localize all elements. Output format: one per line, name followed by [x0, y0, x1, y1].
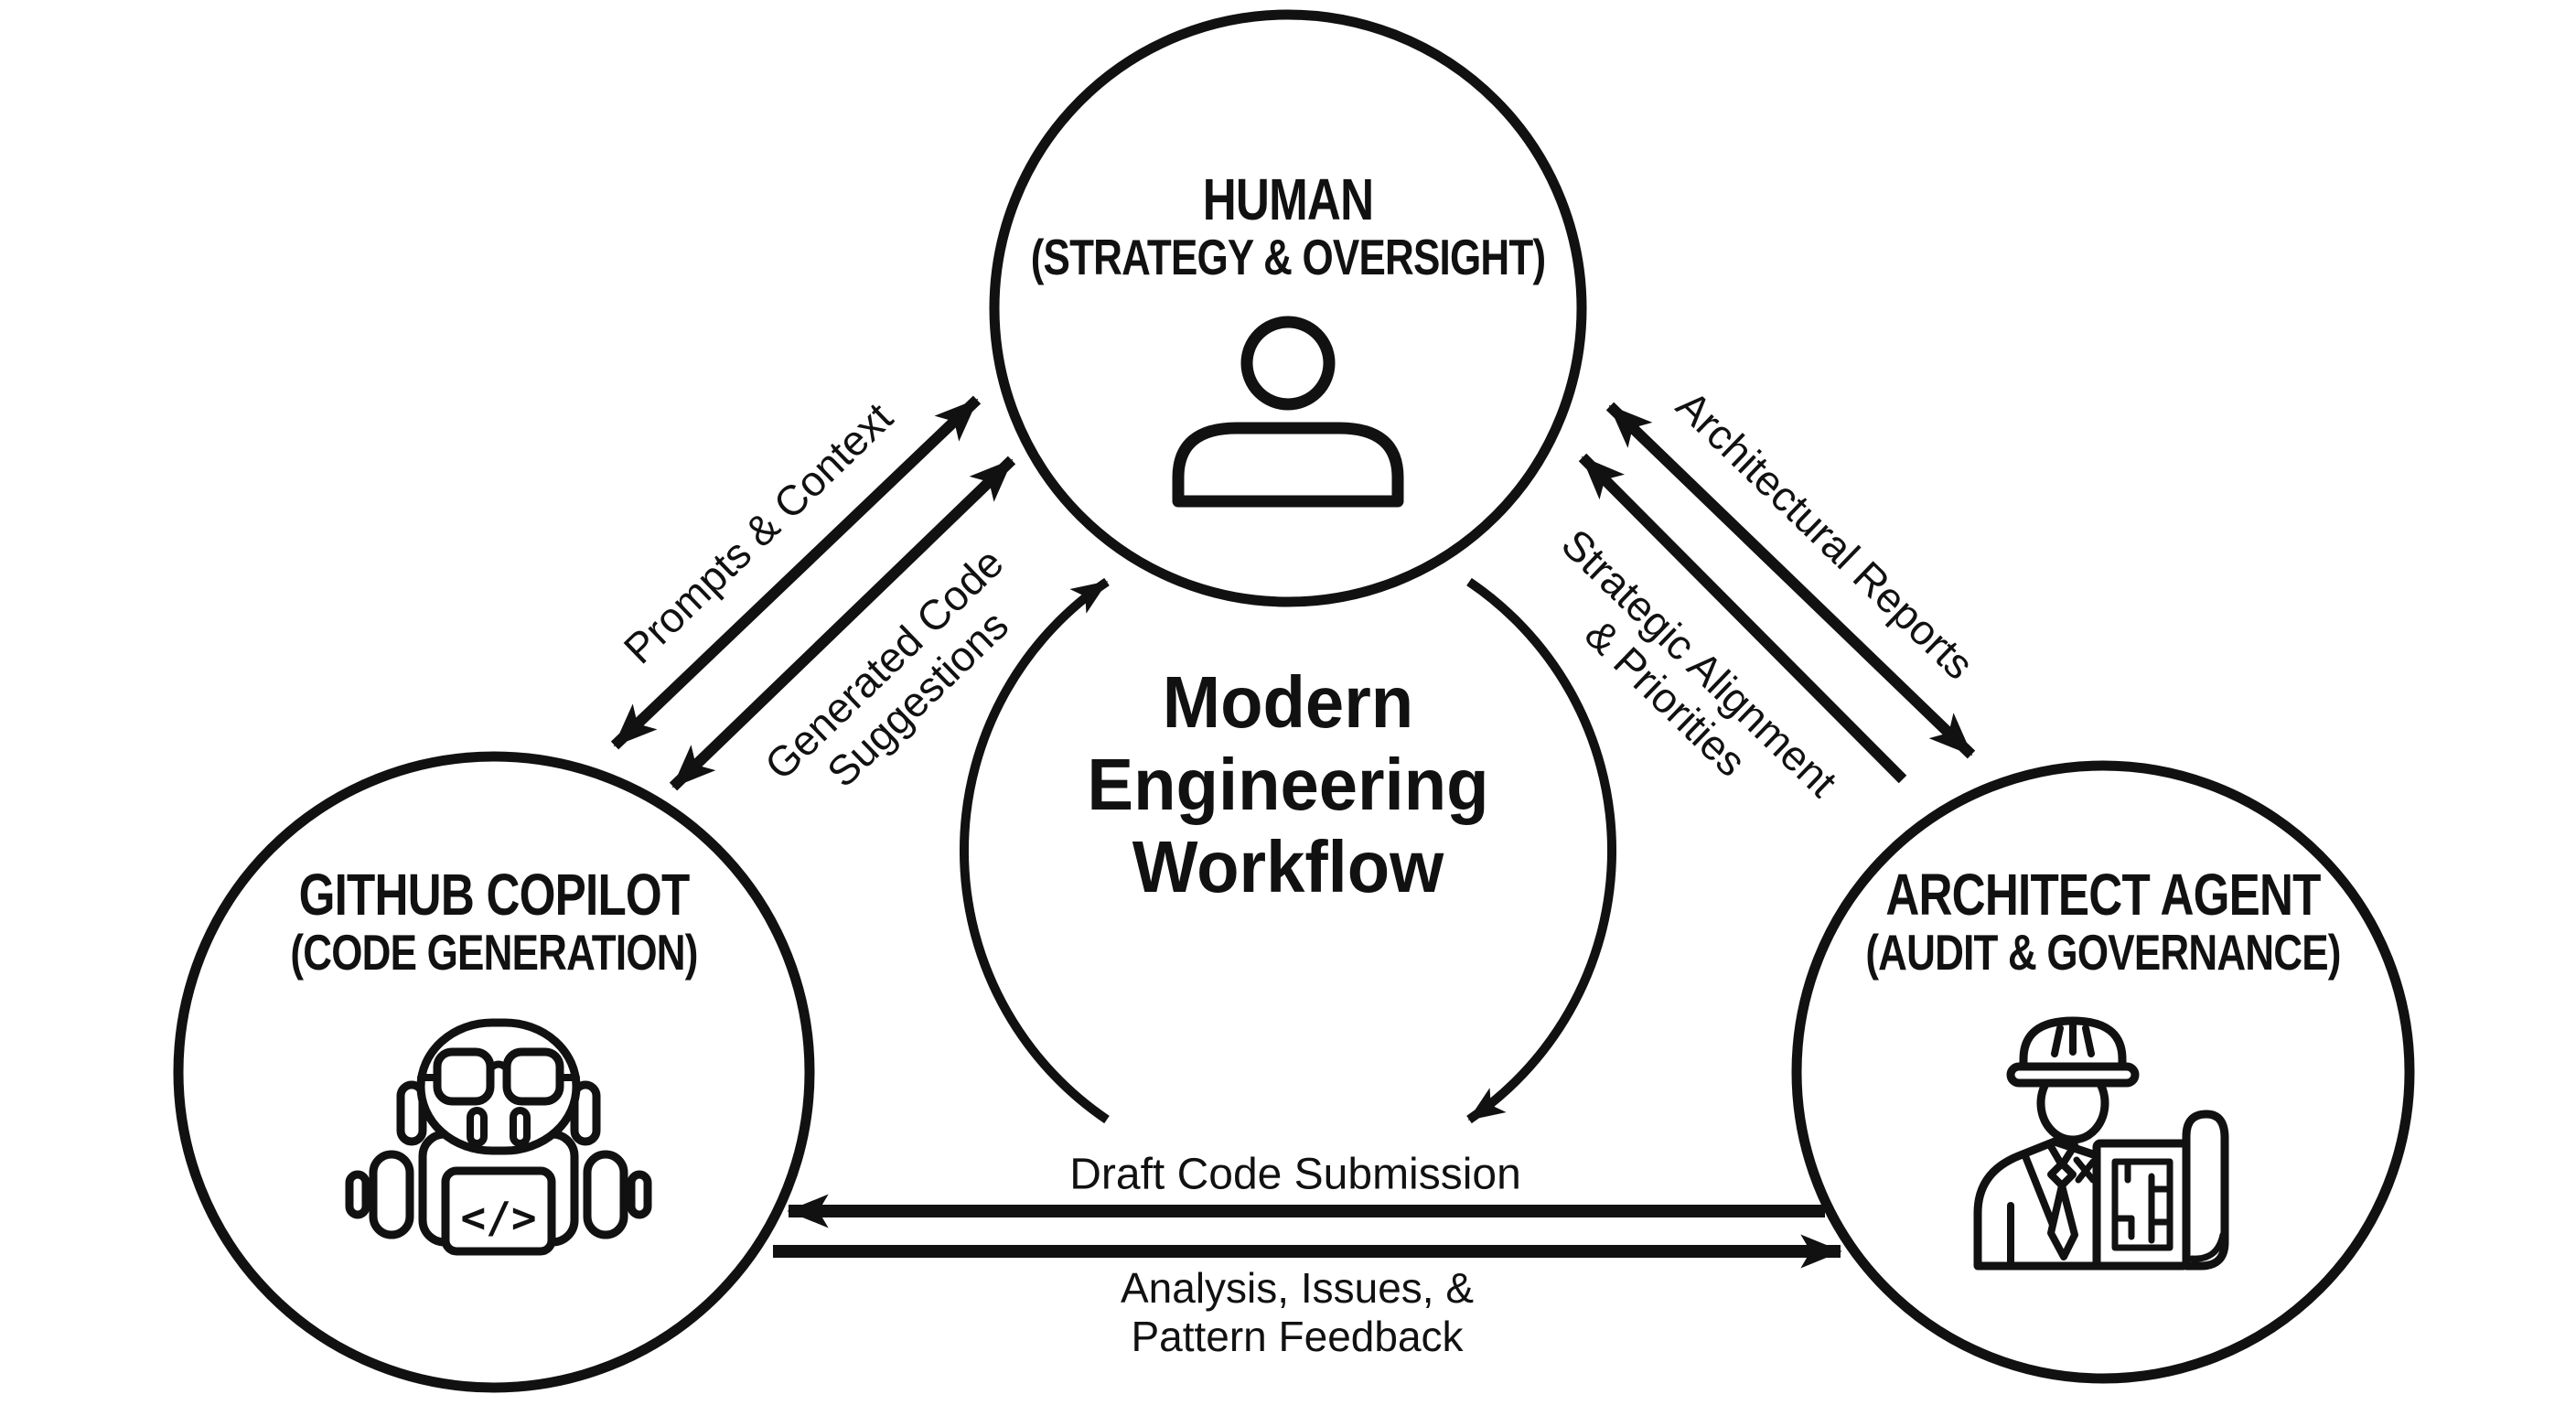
- robot-right-cup: [583, 1150, 628, 1239]
- diagram-title: Modern Engineering Workflow: [1087, 661, 1488, 908]
- robot-eye-left: [467, 1107, 488, 1147]
- human-node-circle: [989, 9, 1587, 607]
- copilot-node-title: GITHUB COPILOT: [298, 862, 691, 928]
- edge-label-analysis-feedback-line1: Analysis, Issues, &: [1120, 1264, 1475, 1312]
- robot-right-outer-cup: [627, 1170, 652, 1219]
- edge-label-analysis-feedback: Analysis, Issues, & Pattern Feedback: [1121, 1264, 1474, 1361]
- arrow-generated-code: [669, 456, 1016, 791]
- blueprint-curl: [2188, 1231, 2227, 1262]
- robot-laptop: [441, 1166, 556, 1256]
- robot-goggle-right: [502, 1047, 564, 1106]
- tie-body: [2047, 1182, 2078, 1260]
- architect-icon: [1973, 1016, 2229, 1271]
- arrow-architectural-reports: [1605, 402, 1976, 759]
- person-shoulders: [1172, 422, 1404, 508]
- architect-node-subtitle: (AUDIT & GOVERNANCE): [1865, 924, 2341, 981]
- architect-node-title: ARCHITECT AGENT: [1885, 862, 2321, 928]
- human-node-subtitle: (STRATEGY & OVERSIGHT): [1030, 229, 1546, 285]
- cycle-arc-left: [960, 577, 1110, 1124]
- person-icon: [1172, 316, 1404, 508]
- collar-cross-2: [2075, 1158, 2097, 1184]
- floorplan-frame: [2111, 1158, 2174, 1251]
- robot-left-ear: [396, 1080, 427, 1146]
- robot-goggle-left: [433, 1047, 495, 1106]
- copilot-node-subtitle: (CODE GENERATION): [290, 924, 698, 981]
- robot-eye-right: [510, 1107, 531, 1147]
- robot-left-outer-cup: [345, 1170, 370, 1219]
- cycle-arc-right: [1466, 577, 1616, 1124]
- floorplan-lines: [2111, 1158, 2174, 1244]
- architect-lapel-line: [2022, 1153, 2058, 1233]
- hat-ridge-3: [2082, 1024, 2095, 1057]
- edge-label-analysis-feedback-line2: Pattern Feedback: [1131, 1313, 1464, 1360]
- diagram-title-line1: Modern: [1162, 661, 1414, 743]
- diagram-title-line2: Engineering: [1087, 744, 1489, 825]
- hard-hat-brim: [2006, 1062, 2140, 1088]
- blueprint-roll: [2182, 1110, 2229, 1271]
- goggle-bridge: [487, 1060, 510, 1072]
- arrow-strategic-alignment: [1578, 453, 1907, 784]
- robot-icon: </>: [345, 1018, 652, 1256]
- robot-left-cup: [369, 1150, 414, 1239]
- edge-label-draft-code: Draft Code Submission: [1069, 1150, 1521, 1199]
- human-node-title: HUMAN: [1202, 166, 1374, 232]
- person-head: [1240, 316, 1336, 411]
- diagram-title-line3: Workflow: [1132, 826, 1444, 907]
- robot-right-ear: [570, 1080, 601, 1146]
- hat-ridge-1: [2051, 1024, 2064, 1057]
- code-tag-glyph: </>: [460, 1193, 536, 1242]
